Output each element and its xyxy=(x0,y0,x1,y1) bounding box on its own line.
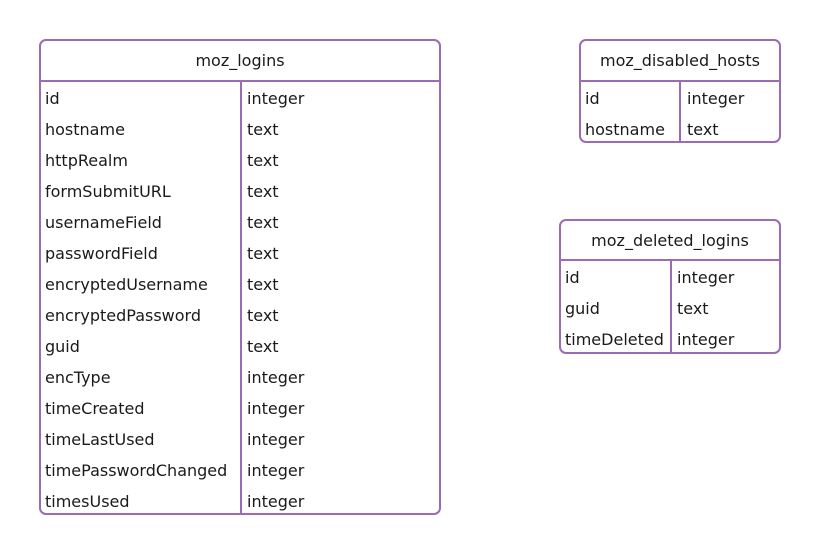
column-type: text xyxy=(247,275,279,294)
column-name: timeLastUsed xyxy=(45,430,155,449)
entity-title: moz_logins xyxy=(41,41,439,82)
column-name: guid xyxy=(45,337,80,356)
column-row: timeLastUsed integer xyxy=(41,424,439,455)
column-name: timesUsed xyxy=(45,492,130,511)
column-type: integer xyxy=(247,461,305,480)
column-type: text xyxy=(247,244,279,263)
entity-title: moz_disabled_hosts xyxy=(581,41,779,82)
column-name: id xyxy=(565,268,580,287)
column-row: id integer xyxy=(41,83,439,114)
column-row: id integer xyxy=(581,83,779,114)
column-name: httpRealm xyxy=(45,151,128,170)
column-row: hostname text xyxy=(41,114,439,145)
column-row: timeCreated integer xyxy=(41,393,439,424)
column-type: integer xyxy=(677,330,735,349)
entity-columns: id integer guid text timeDeleted integer xyxy=(561,261,779,352)
column-type: integer xyxy=(247,492,305,511)
column-row: encType integer xyxy=(41,362,439,393)
column-type: integer xyxy=(247,89,305,108)
column-name: passwordField xyxy=(45,244,158,263)
column-type: integer xyxy=(247,399,305,418)
column-name: encryptedPassword xyxy=(45,306,201,325)
column-row: encryptedPassword text xyxy=(41,300,439,331)
column-type: text xyxy=(247,120,279,139)
column-row: usernameField text xyxy=(41,207,439,238)
column-type: text xyxy=(247,213,279,232)
column-name: id xyxy=(585,89,600,108)
column-type: integer xyxy=(247,368,305,387)
entity-title: moz_deleted_logins xyxy=(561,221,779,261)
entity-moz-deleted-logins: moz_deleted_logins id integer guid text time… xyxy=(559,219,781,354)
entity-moz-disabled-hosts: moz_disabled_hosts id integer hostname text xyxy=(579,39,781,143)
column-type: text xyxy=(247,182,279,201)
column-row: formSubmitURL text xyxy=(41,176,439,207)
column-row: timePasswordChanged integer xyxy=(41,455,439,486)
column-row: passwordField text xyxy=(41,238,439,269)
column-type: integer xyxy=(677,268,735,287)
column-row: guid text xyxy=(561,293,779,324)
column-name: formSubmitURL xyxy=(45,182,171,201)
column-type: integer xyxy=(687,89,745,108)
column-name: usernameField xyxy=(45,213,162,232)
column-row: hostname text xyxy=(581,114,779,141)
column-name: encryptedUsername xyxy=(45,275,208,294)
column-name: timeDeleted xyxy=(565,330,664,349)
column-type: text xyxy=(247,337,279,356)
column-row: timesUsed integer xyxy=(41,486,439,513)
column-name: hostname xyxy=(45,120,125,139)
column-name: encType xyxy=(45,368,111,387)
column-row: guid text xyxy=(41,331,439,362)
column-name: guid xyxy=(565,299,600,318)
column-type: text xyxy=(677,299,709,318)
column-row: id integer xyxy=(561,262,779,293)
column-type: text xyxy=(687,120,719,139)
column-divider xyxy=(679,82,681,141)
column-name: hostname xyxy=(585,120,665,139)
column-type: text xyxy=(247,151,279,170)
column-row: httpRealm text xyxy=(41,145,439,176)
column-divider xyxy=(240,82,242,513)
column-name: timePasswordChanged xyxy=(45,461,228,480)
column-row: encryptedUsername text xyxy=(41,269,439,300)
column-name: id xyxy=(45,89,60,108)
column-divider xyxy=(670,261,672,352)
column-type: text xyxy=(247,306,279,325)
entity-columns: id integer hostname text xyxy=(581,82,779,141)
column-type: integer xyxy=(247,430,305,449)
column-row: timeDeleted integer xyxy=(561,324,779,352)
column-name: timeCreated xyxy=(45,399,145,418)
